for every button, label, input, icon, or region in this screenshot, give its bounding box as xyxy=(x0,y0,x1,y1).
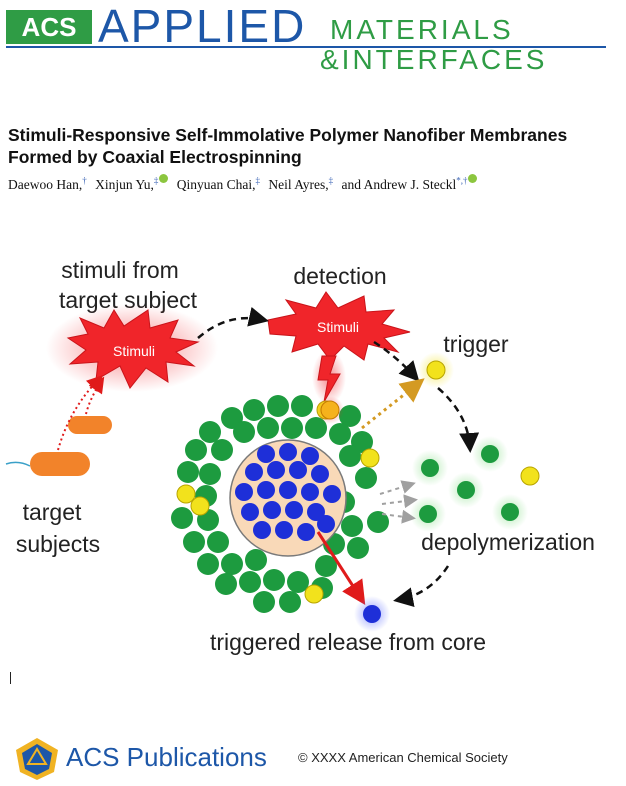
stimuli-burst-left xyxy=(66,309,200,389)
arrow-fiber-to-trigger xyxy=(361,378,425,430)
affiliation-mark: ‡ xyxy=(153,175,159,185)
label-release: triggered release from core xyxy=(210,629,486,655)
arrow-release xyxy=(316,531,366,606)
lightning-bolt-icon xyxy=(317,355,341,403)
burst-text-left: Stimuli xyxy=(113,343,155,359)
arrow-bacterium-large xyxy=(57,375,103,451)
affiliation-mark: *,† xyxy=(456,175,468,185)
publisher-name: ACS Publications xyxy=(66,742,267,772)
orcid-icon[interactable] xyxy=(159,174,169,183)
author-list: Daewoo Han,† Xinjun Yu,‡ Qinyuan Chai,‡ … xyxy=(8,174,620,193)
author-name: and Andrew J. Steckl xyxy=(341,176,457,192)
bacterium-flagellum xyxy=(5,461,31,467)
article-title: Stimuli-Responsive Self-Immolative Polym… xyxy=(8,125,568,167)
acs-shield-logo-icon xyxy=(16,738,58,780)
author[interactable]: Neil Ayres,‡ xyxy=(268,175,334,192)
journal-banner: ACS APPLIED MATERIALS &INTERFACES xyxy=(0,0,626,80)
nanofiber-cross-section xyxy=(171,395,389,613)
author-name: Qinyuan Chai, xyxy=(176,176,256,192)
author-name: Xinjun Yu, xyxy=(95,176,154,192)
burst-text-right: Stimuli xyxy=(317,319,359,335)
bacterium-small xyxy=(68,416,112,434)
label-stimuli-source-line1: stimuli from xyxy=(61,257,179,283)
acs-logo-box: ACS xyxy=(6,10,92,44)
affiliation-mark: ‡ xyxy=(255,175,261,185)
author-name: Daewoo Han, xyxy=(8,176,83,192)
author[interactable]: and Andrew J. Steckl*,† xyxy=(341,174,478,192)
affiliation-mark: ‡ xyxy=(328,175,334,185)
label-trigger: trigger xyxy=(443,331,509,357)
arrow-grey-3 xyxy=(381,509,416,524)
author[interactable]: Qinyuan Chai,‡ xyxy=(176,175,261,192)
depolymerization-products xyxy=(410,436,540,532)
toc-graphic: stimuli from target subject Stimuli dete… xyxy=(5,257,595,655)
trigger-particle xyxy=(426,360,446,380)
arrow-to-detection xyxy=(197,306,269,339)
arrow-grey-2 xyxy=(381,494,418,509)
affiliation-mark: † xyxy=(82,175,87,185)
copyright-notice: © XXXX American Chemical Society xyxy=(298,750,508,765)
arrow-to-release xyxy=(393,565,450,608)
label-target-line1: target xyxy=(23,499,82,525)
orcid-icon[interactable] xyxy=(468,174,478,183)
bacterium-large xyxy=(30,452,90,476)
journal-title-interfaces: &INTERFACES xyxy=(320,44,548,75)
label-detection: detection xyxy=(293,263,386,289)
arrow-to-depolymerization xyxy=(437,387,480,453)
journal-title-applied: APPLIED xyxy=(98,0,307,52)
text-cursor xyxy=(10,672,11,684)
banner-rule xyxy=(6,46,606,48)
label-depolymerization: depolymerization xyxy=(421,529,595,555)
journal-title-materials: MATERIALS xyxy=(330,14,514,45)
label-target-line2: subjects xyxy=(16,531,100,557)
released-payload xyxy=(363,605,381,623)
author-name: Neil Ayres, xyxy=(268,176,329,192)
arrow-to-trigger xyxy=(373,340,420,382)
author[interactable]: Xinjun Yu,‡ xyxy=(95,174,169,192)
author[interactable]: Daewoo Han,† xyxy=(8,175,87,192)
arrow-grey-1 xyxy=(379,480,416,495)
activated-trigger xyxy=(320,400,340,420)
